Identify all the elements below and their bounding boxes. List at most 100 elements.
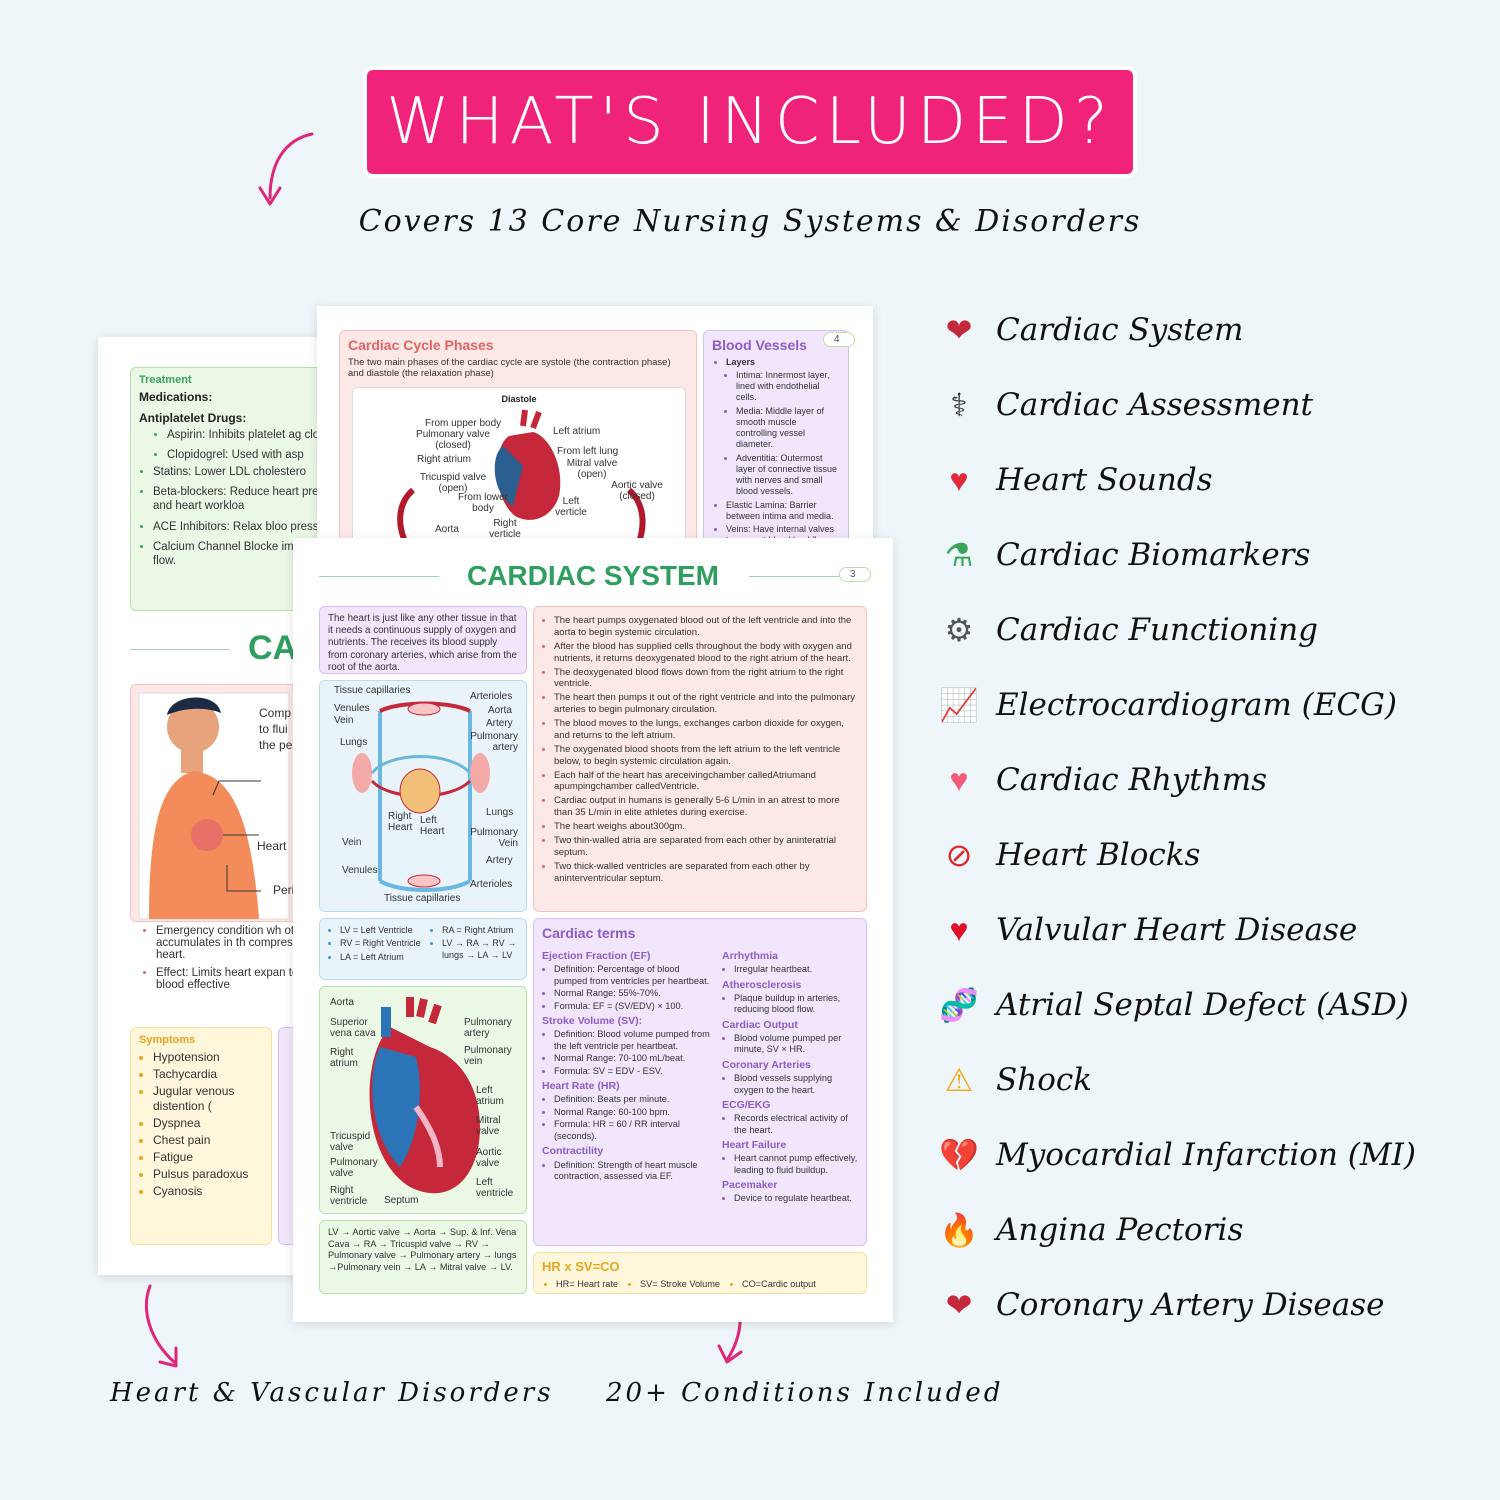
- page-title: CARDIAC SYSTEM: [466, 560, 719, 591]
- facts-box: The heart pumps oxygenated blood out of …: [533, 606, 867, 912]
- heart-diagram: [397, 409, 646, 546]
- term-heading: Ejection Fraction (EF): [542, 950, 651, 962]
- heart-label: Right atrium: [330, 1047, 358, 1069]
- system-label: Atrial Septal Defect (ASD): [996, 987, 1409, 1023]
- diagram-label: Right verticle: [489, 518, 521, 540]
- circulation-label: Tissue capillaries: [384, 893, 461, 904]
- term-item: Plaque buildup in arteries, reducing blo…: [734, 993, 858, 1016]
- formula-item: SV= Stroke Volume: [640, 1279, 720, 1291]
- divider: [130, 649, 230, 650]
- cardiac-cycle-title: Cardiac Cycle Phases: [348, 337, 494, 353]
- title-banner: WHAT'S INCLUDED?: [367, 70, 1133, 174]
- intro-text: The heart is just like any other tissue …: [328, 613, 517, 673]
- system-item: ❤Cardiac System: [936, 300, 1244, 360]
- formula-title: HR x SV=CO: [542, 1259, 620, 1274]
- circulation-label: Pulmonary Vein: [470, 827, 518, 849]
- symptom-item: Cyanosis: [153, 1184, 263, 1199]
- fact-item: After the blood has supplied cells throu…: [554, 641, 858, 665]
- circulation-label: Lungs: [340, 737, 368, 748]
- heart-label: Pulmonary artery: [464, 1017, 512, 1039]
- section-title: CA: [248, 629, 298, 667]
- term-heading: Heart Failure: [722, 1139, 787, 1152]
- system-item: ♥Cardiac Rhythms: [936, 750, 1268, 810]
- treatment-item: Clopidogrel: Used with asp: [167, 448, 358, 462]
- warning-icon: ⚠: [944, 1062, 974, 1098]
- system-item: ⚠Shock: [936, 1050, 1092, 1110]
- heart-label: Aorta: [330, 997, 354, 1008]
- system-item: ♥Heart Sounds: [936, 450, 1213, 510]
- treatment-item: Aspirin: Inhibits platelet ag clots.: [167, 428, 358, 442]
- system-item: 📈Electrocardiogram (ECG): [936, 675, 1397, 735]
- formula-box: HR x SV=CO HR= Heart rate SV= Stroke Vol…: [533, 1252, 867, 1294]
- term-heading: ECG/EKG: [722, 1099, 771, 1111]
- page-number: 4: [823, 332, 855, 347]
- front-page-sheet: CARDIAC SYSTEM 3 The heart is just like …: [293, 538, 893, 1322]
- circulation-label: Vein: [342, 837, 362, 848]
- system-item: ⚗Cardiac Biomarkers: [936, 525, 1311, 585]
- heart-label: Mitral valve: [476, 1115, 501, 1137]
- treatment-item: Beta-blockers: Reduce heart pressure, an…: [153, 485, 358, 514]
- system-item: ⊘Heart Blocks: [936, 825, 1201, 885]
- term-item: Blood vessels supplying oxygen to the he…: [734, 1073, 858, 1096]
- fact-item: The blood moves to the lungs, exchanges …: [554, 718, 858, 742]
- term-item: Blood volume pumped per minute, SV × HR.: [734, 1033, 858, 1056]
- anatomical-heart-icon: ❤: [945, 1287, 973, 1323]
- cardiac-cycle-box: Cardiac Cycle Phases The two main phases…: [339, 330, 697, 546]
- fact-item: The heart then pumps it out of the right…: [554, 692, 858, 716]
- antiplatelet-label: Antiplatelet Drugs:: [139, 410, 247, 425]
- diagram-label: From upper body: [425, 418, 502, 429]
- abbrev-item: LA = Left Atrium: [340, 952, 436, 963]
- system-label: Cardiac Functioning: [996, 612, 1319, 648]
- abbreviations-box: LV = Left Ventricle RV = Right Ventricle…: [319, 918, 527, 980]
- fact-item: The oxygenated blood shoots from the lef…: [554, 744, 858, 768]
- circulation-label: Pulmonary artery: [470, 731, 518, 753]
- system-label: Cardiac System: [996, 312, 1244, 348]
- system-label: Angina Pectoris: [996, 1212, 1244, 1248]
- abbrev-item: LV → RA → RV → lungs → LA → LV: [442, 938, 526, 961]
- diagram-label: Aortic valve (closed): [611, 480, 663, 502]
- diagram-label: From left lung: [557, 446, 619, 457]
- heart-label: Pulmonary vein: [464, 1045, 512, 1067]
- term-heading: Pacemaker: [722, 1179, 778, 1192]
- circulation-label: Aorta: [488, 705, 512, 716]
- cardiac-terms-box: Cardiac terms Ejection Fraction (EF)Defi…: [533, 918, 867, 1246]
- blood-flow-text: LV → Aortic valve → Aorta → Sup. & Inf. …: [328, 1227, 517, 1272]
- symptom-item: Chest pain: [153, 1133, 263, 1148]
- heart-label: Tricuspid valve: [330, 1131, 371, 1153]
- system-label: Electrocardiogram (ECG): [996, 687, 1397, 723]
- fire-icon: 🔥: [939, 1212, 979, 1248]
- fact-item: The heart weighs about300gm.: [554, 821, 858, 833]
- blood-vessels-box: Blood Vessels Layers Intima: Innermost l…: [703, 330, 849, 546]
- system-label: Valvular Heart Disease: [996, 912, 1358, 948]
- curved-arrow-icon: [258, 132, 314, 206]
- heart-label: Septum: [384, 1195, 419, 1206]
- fact-item: Each half of the heart has areceivingcha…: [554, 770, 858, 794]
- system-item: 🧬Atrial Septal Defect (ASD): [936, 975, 1409, 1035]
- circulation-label: Lungs: [486, 807, 514, 818]
- heart-label: Heart: [257, 839, 287, 853]
- system-item: 💔Myocardial Infarction (MI): [936, 1125, 1416, 1185]
- term-heading: Coronary Arteries: [722, 1058, 811, 1071]
- term-item: Normal Range: 60-100 bpm.: [554, 1107, 714, 1119]
- terms-left-column: Ejection Fraction (EF)Definition: Percen…: [542, 947, 714, 1184]
- broken-heart-icon: 💔: [939, 1137, 979, 1173]
- system-item: 🔥 Angina Pectoris: [936, 1200, 1243, 1260]
- term-item: Formula: HR = 60 / RR interval (seconds)…: [554, 1119, 714, 1142]
- curved-arrow-icon: [145, 1284, 178, 1368]
- subtitle: Covers 13 Core Nursing Systems & Disorde…: [358, 204, 1142, 239]
- term-item: Normal Range: 55%-70%.: [554, 988, 714, 1000]
- symptom-item: Fatigue: [153, 1150, 263, 1165]
- banner-title: WHAT'S INCLUDED?: [386, 85, 1114, 159]
- treatment-box: Treatment Medications: Antiplatelet Drug…: [130, 367, 358, 611]
- system-item: ❤ Coronary Artery Disease: [936, 1275, 1385, 1335]
- circulation-label: Left Heart: [420, 815, 445, 837]
- system-label: Coronary Artery Disease: [996, 1287, 1385, 1323]
- term-item: Definition: Beats per minute.: [554, 1094, 714, 1106]
- diagram-label: Left verticle: [555, 496, 587, 518]
- term-heading: Arrhythmia: [722, 950, 779, 962]
- formula-item: HR= Heart rate: [556, 1279, 618, 1291]
- term-heading: Contractility: [542, 1145, 604, 1158]
- system-item: ⚕Cardiac Assessment: [936, 375, 1313, 435]
- term-heading: Atherosclerosis: [722, 978, 802, 991]
- heart-anatomy-box: Aorta Superior vena cava Right atrium Tr…: [319, 986, 527, 1214]
